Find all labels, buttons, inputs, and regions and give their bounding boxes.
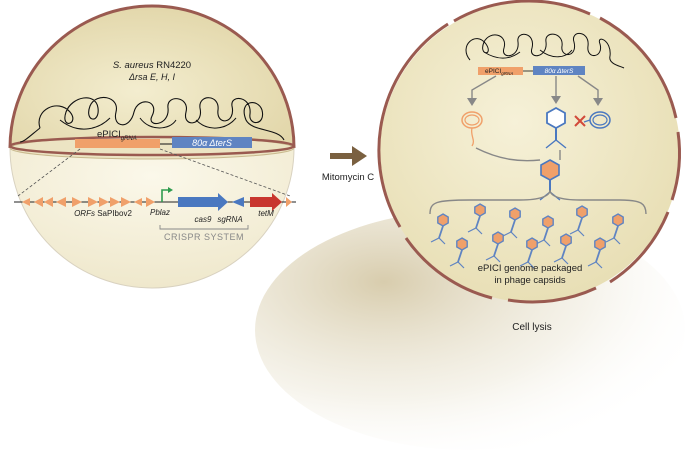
epici-dna-coil	[461, 111, 483, 147]
sapi-label: ORFs SaPIbov2	[74, 209, 132, 218]
left-phage-label: 80α ΔterS	[192, 138, 232, 148]
orf-arrow	[110, 197, 120, 207]
left-cell-dome	[10, 6, 294, 149]
blocked-cross-icon	[574, 115, 586, 127]
left-epici-bar	[75, 139, 160, 148]
tetm-gene	[250, 193, 282, 211]
strain-label: S. aureus RN4220	[113, 60, 191, 71]
orf-arrow	[134, 198, 142, 206]
right-cell-wall	[377, 22, 449, 228]
crispr-label: CRISPR SYSTEM	[164, 232, 244, 242]
orf-arrows	[22, 197, 155, 207]
progeny-phage	[485, 231, 504, 263]
orf-arrow	[22, 198, 30, 206]
left-chromosome	[19, 96, 285, 143]
right-phage-label: 80α ΔterS	[545, 68, 574, 75]
right-epici-label: ePICIgRNA	[485, 68, 513, 76]
packaged-line-1: ePICI genome packaged	[478, 263, 583, 274]
orf-arrow	[72, 197, 82, 207]
progeny-phage	[430, 213, 449, 245]
progeny-phage	[502, 207, 521, 239]
right-epici-bar	[478, 67, 523, 75]
right-cell: ePICIgRNA 80α ΔterS	[377, 0, 681, 304]
cas9-label: cas9	[195, 215, 212, 224]
tetm-label: tetM	[258, 209, 274, 218]
zoom-line-left	[17, 148, 81, 197]
orf-arrow	[44, 197, 53, 207]
orf-arrow	[88, 197, 98, 207]
deletions-label: Δrsa E, H, I	[128, 72, 176, 82]
outcome-label: Cell lysis	[512, 322, 551, 333]
right-cell-body	[380, 2, 680, 302]
left-epici-label: ePICIgRNA	[97, 129, 137, 142]
zoom-line-right	[159, 148, 291, 197]
progeny-phage	[467, 203, 486, 235]
left-cell-wall	[8, 4, 296, 149]
progeny-bracket	[429, 189, 647, 215]
orf-arrow	[99, 197, 109, 207]
orf-arrow	[34, 197, 43, 207]
progeny-phage	[449, 237, 468, 269]
left-phage-bar	[172, 137, 252, 148]
assembling-phage	[545, 106, 567, 149]
left-cell: S. aureus RN4220 Δrsa E, H, I ePICIgRNA …	[8, 4, 296, 289]
cas9-gene	[178, 193, 228, 211]
right-phage-bar	[533, 66, 585, 75]
right-chromosome	[465, 33, 625, 69]
progeny-phage	[535, 215, 554, 247]
orf-arrow	[146, 197, 155, 207]
progeny-phage	[519, 237, 538, 269]
process-arrow	[330, 146, 367, 166]
progeny-phages	[430, 203, 624, 269]
progeny-phage	[587, 237, 606, 269]
sgrna-label: sgRNA	[217, 215, 242, 224]
pblaz-label: Pblaz	[150, 208, 170, 217]
orf-arrow	[121, 197, 131, 207]
progeny-phage	[569, 205, 588, 237]
progeny-phage	[553, 233, 572, 265]
orf-arrow	[56, 197, 66, 207]
crispr-bracket	[159, 225, 249, 230]
pblaz-promoter	[161, 189, 170, 202]
sgrna-gene	[232, 197, 244, 207]
packaged-line-2: in phage capsids	[494, 275, 566, 286]
progeny-phage	[605, 213, 624, 245]
phage-dna-coil	[583, 111, 611, 129]
treatment-label: Mitomycin C	[322, 172, 374, 183]
left-cell-lower	[9, 147, 295, 289]
